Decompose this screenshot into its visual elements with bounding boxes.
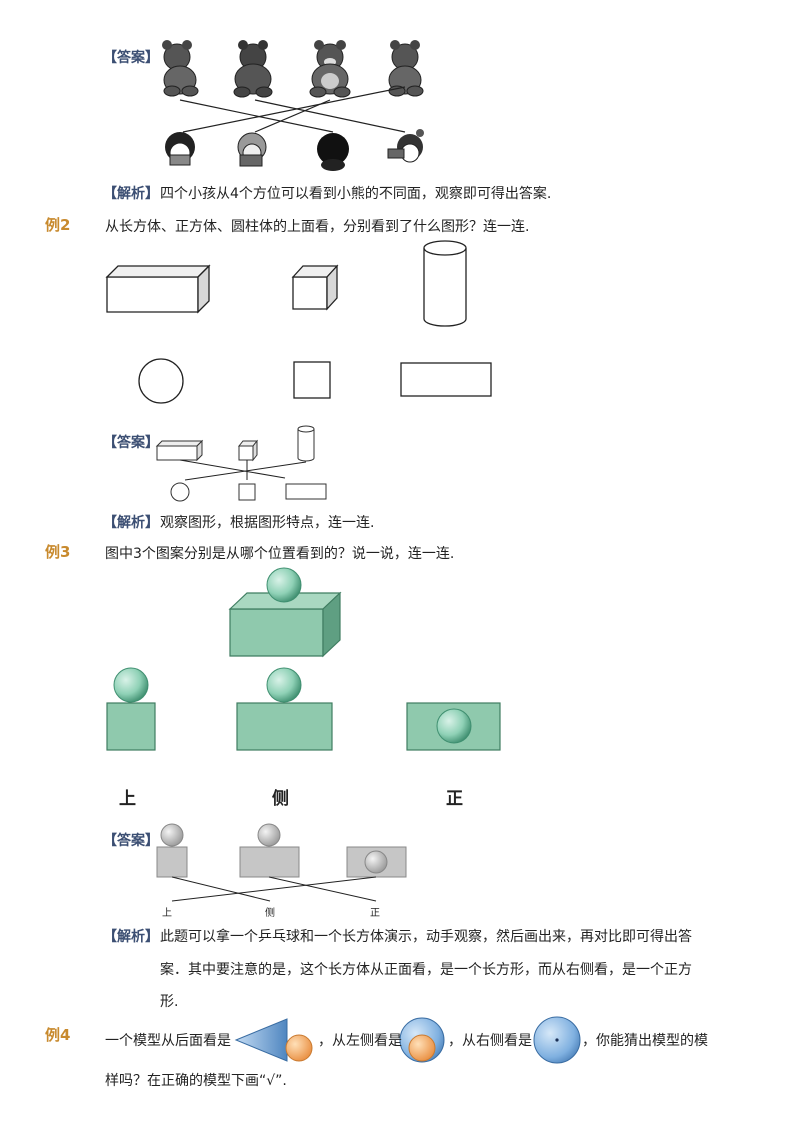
analysis-text-ex2: 观察图形，根据图形特点，连一连. xyxy=(160,515,375,531)
answer-direction-front: 正 xyxy=(370,908,380,919)
model-views-figure xyxy=(234,1016,581,1064)
child-photographer-3-icon xyxy=(387,129,424,163)
question-text-ex4-part3: ，从右侧看是 xyxy=(448,1033,532,1049)
circle-top-view xyxy=(138,358,184,404)
question-text-ex4-part1: 一个模型从后面看是 xyxy=(105,1033,231,1049)
child-back-view-icon xyxy=(317,133,349,171)
analysis-text-ex3-line2: 案．其中要注意的是，这个长方体从正面看，是一个长方形，而从右侧看，是一个正方 xyxy=(160,962,692,978)
analysis-text-ex1: 四个小孩从4个方位可以看到小熊的不同面，观察即可得出答案. xyxy=(160,186,552,202)
ball-on-box-model xyxy=(228,567,342,658)
question-text-ex3: 图中3个图案分别是从哪个位置看到的？说一说，连一连. xyxy=(105,546,455,562)
direction-front: 正 xyxy=(446,789,463,809)
bear-front-icon xyxy=(309,40,351,98)
question-text-ex4-part4: ，你能猜出模型的模 xyxy=(582,1033,708,1049)
bear-back-icon xyxy=(233,40,273,98)
solids-figure xyxy=(105,240,492,404)
solids-answer-figure xyxy=(155,425,327,502)
question-text-ex4-line2: 样吗？在正确的模型下画“√”. xyxy=(105,1073,287,1089)
answer-tag-ex1: 【答案】 xyxy=(103,50,159,66)
answer-tag-ex2: 【答案】 xyxy=(103,435,159,451)
cuboid-shape xyxy=(105,264,211,314)
cylinder-shape xyxy=(423,240,467,327)
ball-box-views-figure xyxy=(106,567,501,751)
analysis-tag-ex3: 【解析】 xyxy=(103,929,159,945)
bear-children-matching-figure xyxy=(162,40,424,171)
square-top-view xyxy=(293,361,331,399)
example-label-3: 例3 xyxy=(45,543,71,561)
view-ball-on-rectangle xyxy=(236,667,333,751)
direction-top: 上 xyxy=(119,789,136,809)
direction-side: 侧 xyxy=(272,789,289,809)
answer-direction-top: 上 xyxy=(162,908,172,919)
answer-direction-side: 侧 xyxy=(265,908,275,919)
analysis-tag-ex2: 【解析】 xyxy=(103,515,159,531)
answer-tag-ex3: 【答案】 xyxy=(103,833,159,849)
view-ball-on-square xyxy=(106,667,156,751)
bear-side-left-icon xyxy=(162,40,199,97)
bear-side-right-icon xyxy=(388,40,424,97)
example-label-2: 例2 xyxy=(45,216,71,234)
child-photographer-2-icon xyxy=(237,132,267,167)
back-view-cone-ball xyxy=(234,1018,313,1062)
analysis-tag-ex1: 【解析】 xyxy=(103,186,159,202)
cube-shape xyxy=(291,264,339,311)
analysis-text-ex3-line1: 此题可以拿一个乒乓球和一个长方体演示，动手观察，然后画出来，再对比即可得出答 xyxy=(160,929,692,945)
view-ball-inside-rectangle xyxy=(406,702,501,751)
example-label-4: 例4 xyxy=(45,1026,71,1044)
analysis-text-ex3-line3: 形. xyxy=(160,994,179,1010)
ball-box-answer-figure xyxy=(156,823,407,902)
question-text-ex2: 从长方体、正方体、圆柱体的上面看，分别看到了什么图形？连一连. xyxy=(105,219,530,235)
left-view-circle-ball xyxy=(399,1017,445,1063)
rectangle-top-view xyxy=(400,362,492,397)
right-view-circle-dot xyxy=(533,1016,581,1064)
child-photographer-1-icon xyxy=(165,132,195,166)
question-text-ex4-part2: ，从左侧看是 xyxy=(318,1033,402,1049)
